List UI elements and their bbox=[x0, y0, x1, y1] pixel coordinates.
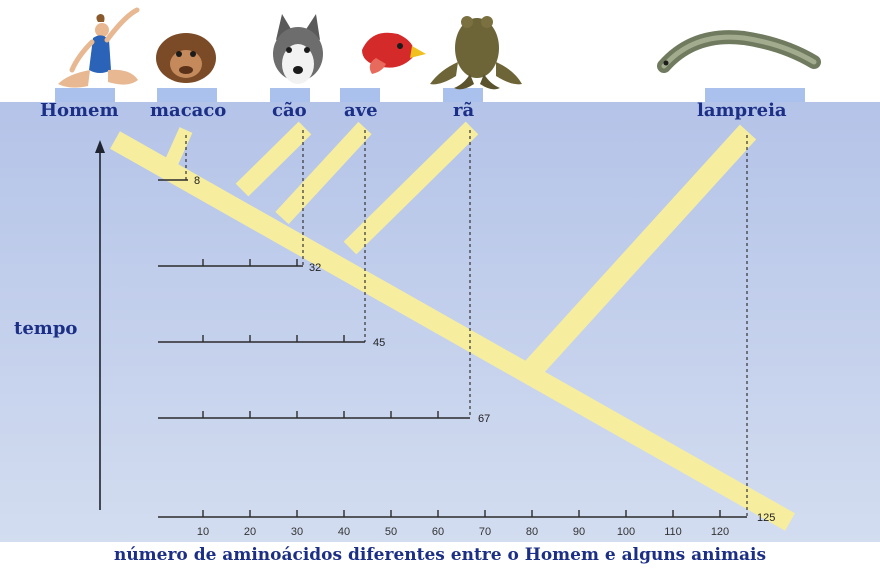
value-label-lampreia: 125 bbox=[757, 512, 775, 524]
tick-label-50: 50 bbox=[385, 526, 397, 538]
tick-label-100: 100 bbox=[617, 526, 635, 538]
label-macaco: macaco bbox=[150, 100, 226, 121]
tree-branches bbox=[110, 121, 795, 531]
branch-ra bbox=[343, 121, 479, 255]
tick-label-40: 40 bbox=[338, 526, 350, 538]
tick-label-70: 70 bbox=[479, 526, 491, 538]
tick-label-10: 10 bbox=[197, 526, 209, 538]
label-tabs bbox=[55, 88, 805, 102]
value-labels: 8 32 45 67 125 bbox=[194, 175, 775, 524]
dog-head-icon bbox=[273, 14, 323, 84]
tick-label-120: 120 bbox=[711, 526, 729, 538]
branch-ave bbox=[275, 121, 372, 225]
tick-label-60: 60 bbox=[432, 526, 444, 538]
label-cao: cão bbox=[272, 100, 307, 121]
time-axis-arrow bbox=[95, 140, 105, 510]
frog-icon bbox=[430, 16, 522, 90]
tick-label-90: 90 bbox=[573, 526, 585, 538]
x-tick-labels: 10 20 30 40 50 60 70 80 90 100 110 120 bbox=[197, 526, 729, 538]
tick-label-30: 30 bbox=[291, 526, 303, 538]
label-ra: rã bbox=[453, 100, 474, 121]
dotted-guides bbox=[185, 130, 748, 517]
main-trunk bbox=[110, 131, 795, 531]
branch-lampreia bbox=[521, 124, 757, 380]
caption: número de aminoácidos diferentes entre o… bbox=[114, 545, 766, 565]
branch-cao bbox=[235, 121, 312, 197]
tick-label-80: 80 bbox=[526, 526, 538, 538]
label-lampreia: lampreia bbox=[697, 100, 787, 121]
scale-lines bbox=[158, 179, 747, 518]
value-label-cao: 32 bbox=[309, 262, 321, 274]
lamprey-icon bbox=[657, 30, 821, 73]
bird-head-icon bbox=[362, 32, 426, 74]
label-ave: ave bbox=[344, 100, 378, 121]
animal-labels: Homem macaco cão ave rã lampreia bbox=[40, 100, 787, 121]
branch-macaco bbox=[161, 127, 193, 173]
value-label-ave: 45 bbox=[373, 337, 385, 349]
value-label-macaco: 8 bbox=[194, 175, 200, 187]
label-homem: Homem bbox=[40, 100, 119, 121]
tick-label-110: 110 bbox=[664, 526, 682, 538]
scale-ticks bbox=[202, 259, 721, 517]
human-figure-icon bbox=[58, 7, 140, 88]
tick-label-20: 20 bbox=[244, 526, 256, 538]
time-axis-label: tempo bbox=[14, 318, 77, 339]
value-label-ra: 67 bbox=[478, 413, 490, 425]
monkey-head-icon bbox=[156, 33, 216, 83]
